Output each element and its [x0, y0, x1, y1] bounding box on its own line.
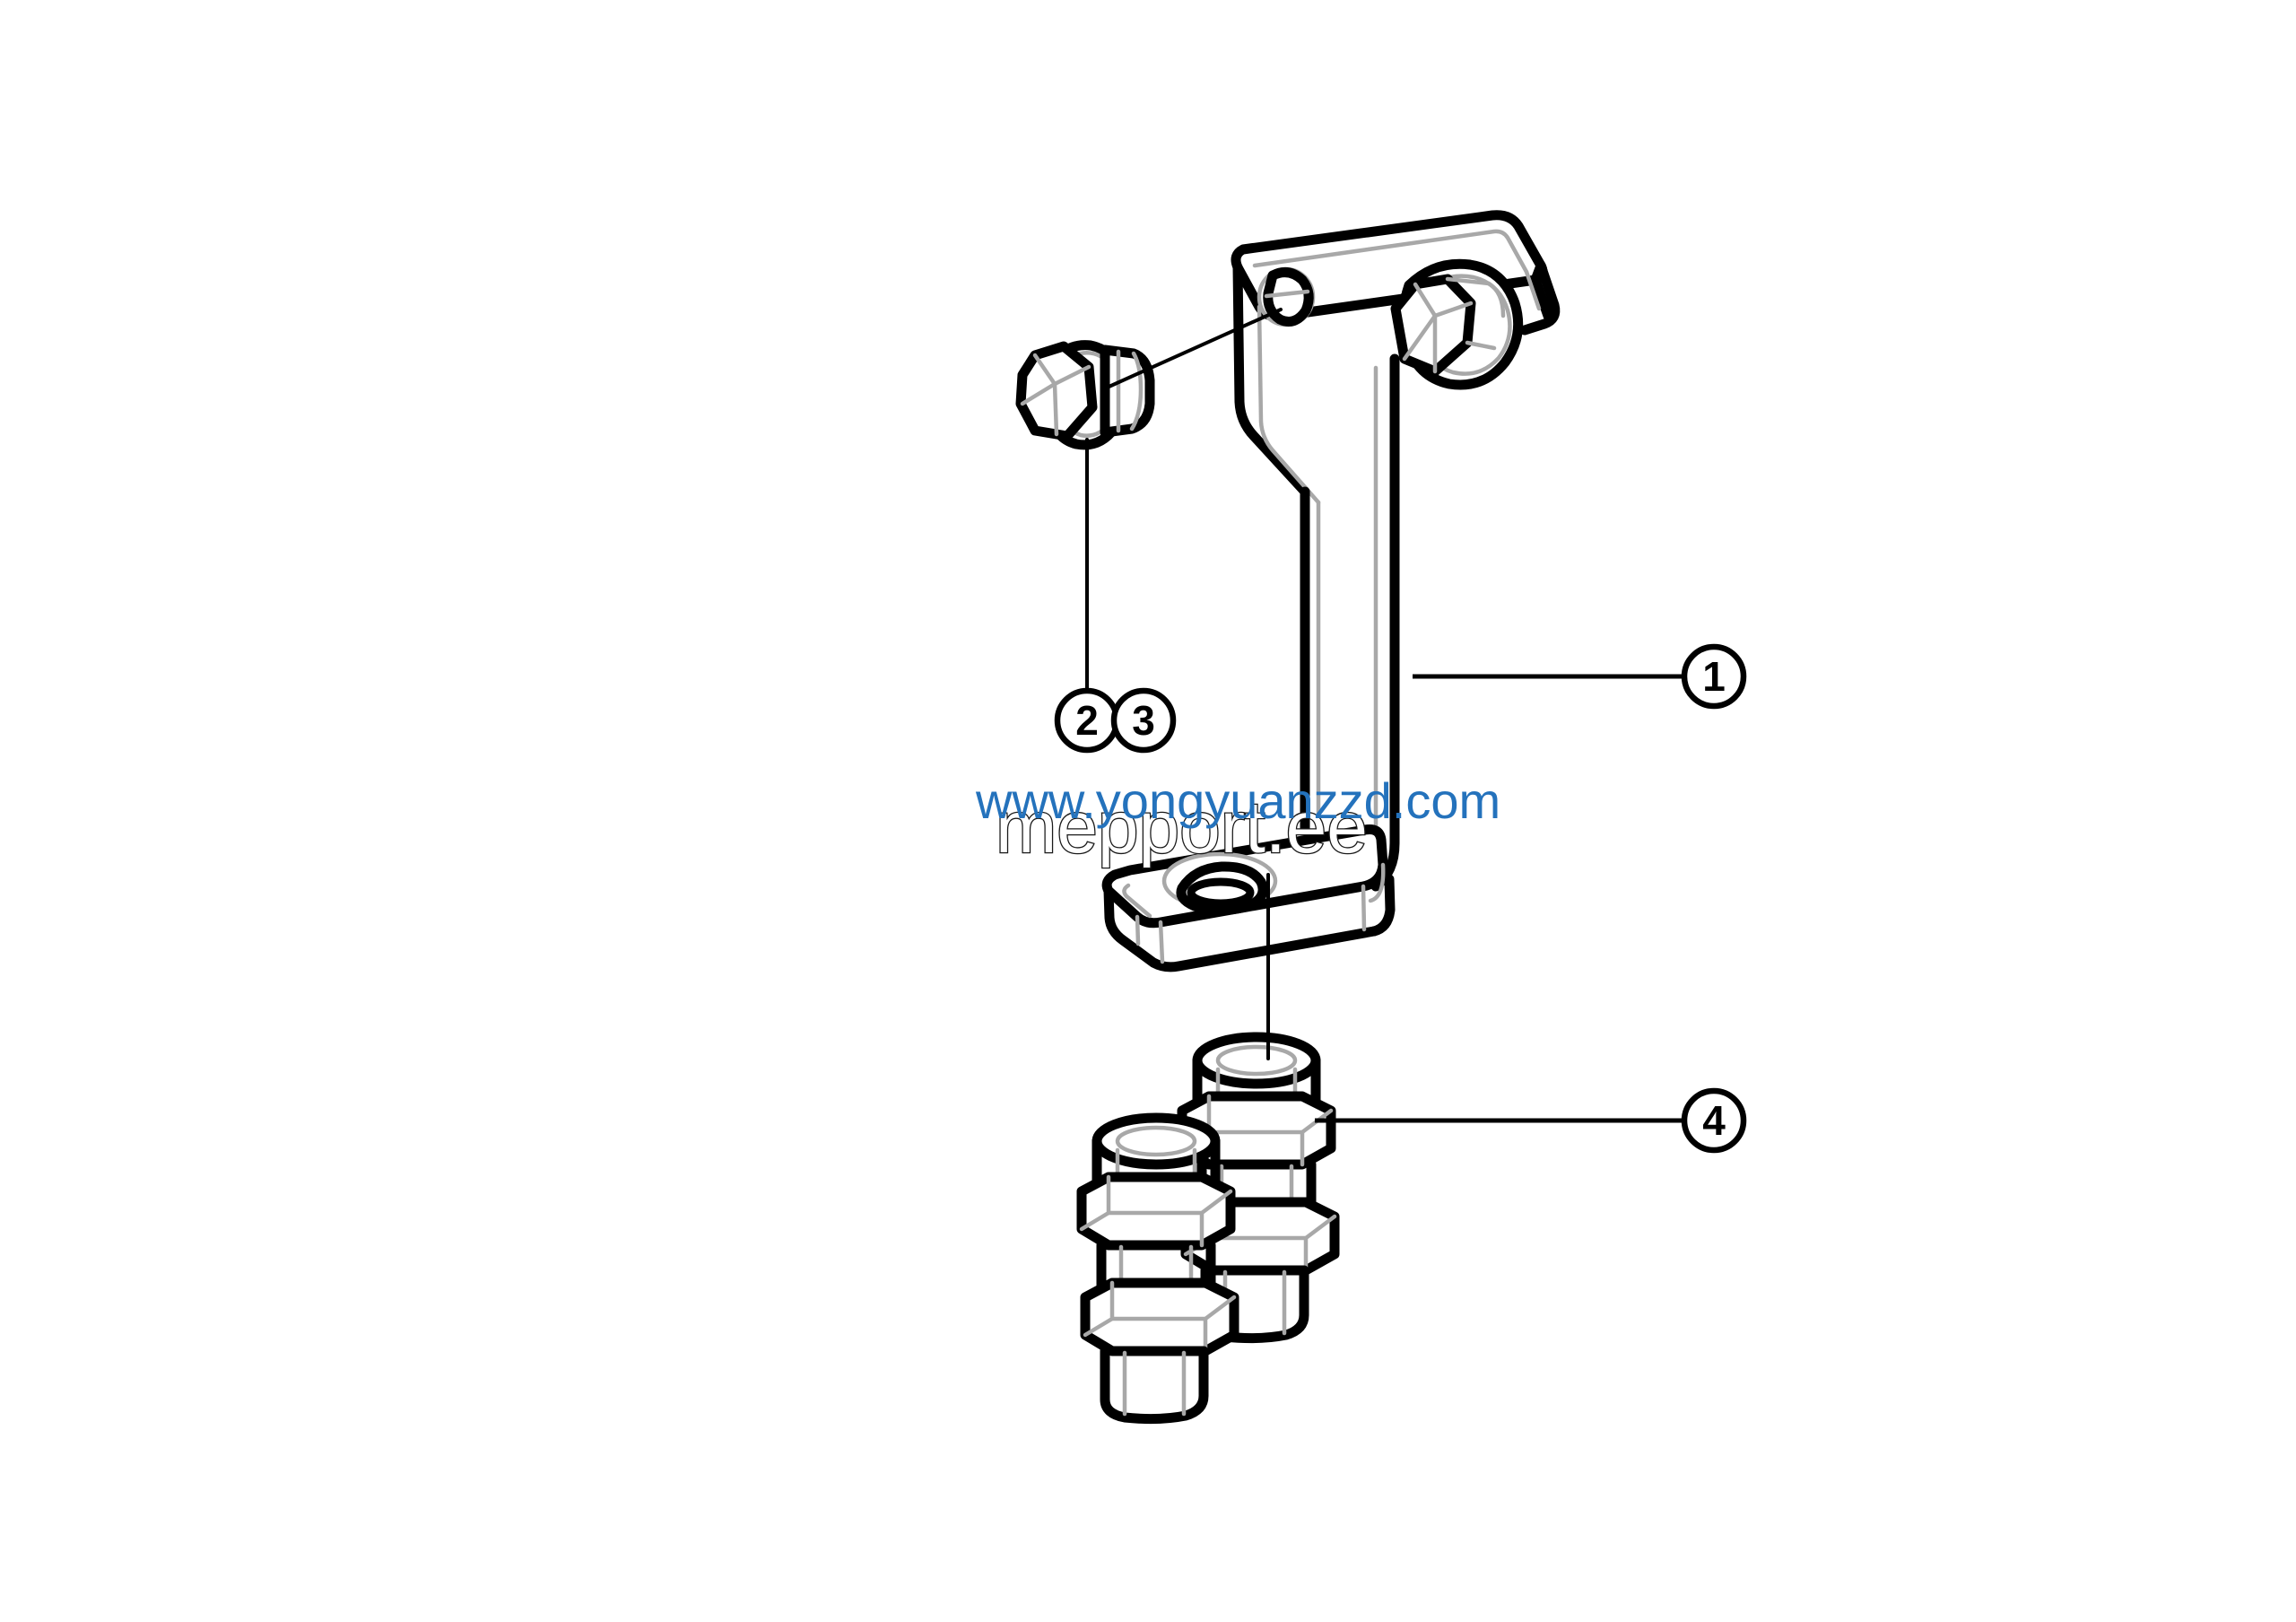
bracket-part-1: [1101, 210, 1561, 972]
watermark-outline-text: mepport.ee: [996, 787, 1368, 868]
threaded-sleeve-fittings: [1076, 1032, 1340, 1425]
watermark-blue-text: www.yongyuanzzd.com: [975, 772, 1500, 829]
callout-2-label: 2: [1075, 697, 1099, 744]
callout-4-circle[interactable]: [1681, 1087, 1747, 1154]
callout-3[interactable]: 3: [1110, 687, 1177, 754]
hex-flange-bolt: [1015, 340, 1155, 450]
callout-4-label: 4: [1702, 1097, 1726, 1144]
callout-1-circle[interactable]: [1681, 643, 1747, 710]
threaded-sleeve-fitting-front: [1076, 1112, 1239, 1425]
bracket-top-hole: [1257, 266, 1316, 327]
watermarks: mepport.ee www.yongyuanzzd.com: [975, 772, 1500, 869]
callout-1[interactable]: 1: [1681, 643, 1747, 710]
callout-2[interactable]: 2: [1054, 687, 1120, 754]
callout-3-label: 3: [1132, 697, 1155, 744]
threaded-sleeve-fitting-rear: [1177, 1032, 1340, 1344]
bracket-foot-plate: [1101, 824, 1396, 972]
callout-3-circle[interactable]: [1110, 687, 1177, 754]
internal-leaders: [1103, 308, 1283, 1060]
bracket-left-flange: [1232, 262, 1321, 505]
callout-leaders: [1085, 438, 1684, 1123]
callout-1-label: 1: [1702, 653, 1726, 700]
bolt-to-hole-leader: [1103, 308, 1283, 390]
installed-hex-bolt: [1390, 258, 1524, 390]
callout-4[interactable]: 4: [1681, 1087, 1747, 1154]
